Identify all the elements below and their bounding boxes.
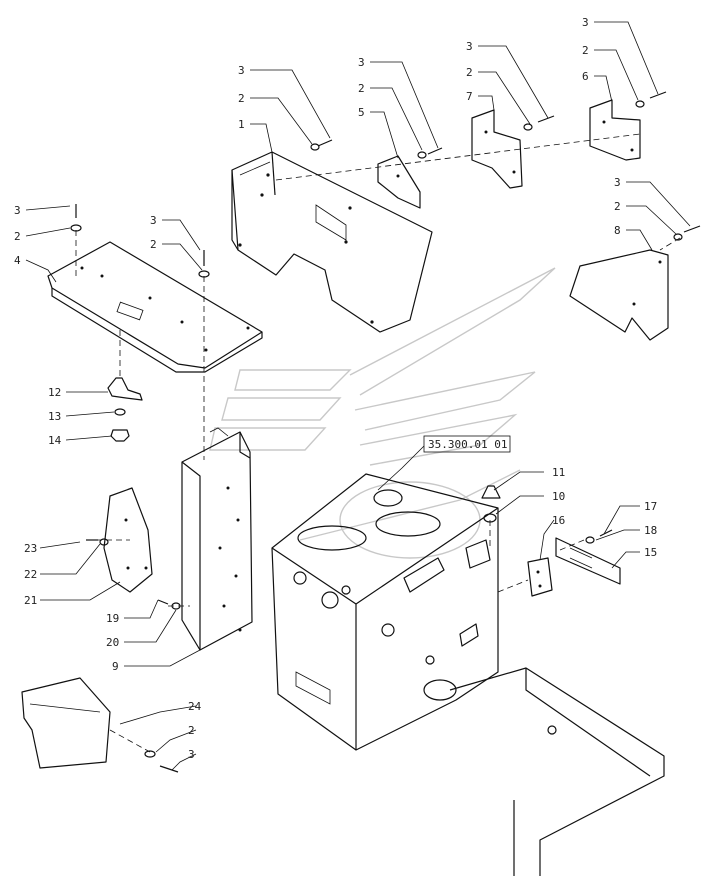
part-21-bracket [103, 487, 153, 593]
callout-18: 18 [644, 524, 657, 537]
callout-labels: 3 2 1 3 2 5 3 2 7 3 2 6 3 2 8 3 2 4 3 2 … [14, 16, 657, 761]
part-4-top-plate [47, 241, 263, 373]
part-6-plate [589, 99, 641, 161]
callout-6: 6 [582, 70, 589, 83]
callout-3-center: 3 [358, 56, 365, 69]
reference-callout: 35.300.01 01 [423, 435, 511, 453]
callout-2-center-right: 2 [466, 66, 473, 79]
assembly-lines [75, 133, 681, 753]
callout-3-right: 3 [614, 176, 621, 189]
callout-2-mid-left: 2 [150, 238, 157, 251]
bolt-washer-sets [70, 91, 701, 773]
callout-14: 14 [48, 434, 62, 447]
part-9-vertical-bracket [181, 427, 253, 651]
callout-2-top-left: 2 [238, 92, 245, 105]
part-8-plate [569, 249, 669, 341]
callout-17: 17 [644, 500, 657, 513]
callout-3-bottom: 3 [188, 748, 195, 761]
part-12-clip [107, 377, 143, 401]
callout-23: 23 [24, 542, 37, 555]
callout-2-bottom: 2 [188, 724, 195, 737]
part-24-cover [21, 677, 111, 769]
part-14-nut [110, 429, 130, 442]
callout-7: 7 [466, 90, 473, 103]
callout-22: 22 [24, 568, 37, 581]
part-7-bracket [471, 109, 523, 189]
part-15-plate [555, 537, 621, 585]
callout-15: 15 [644, 546, 657, 559]
reference-number: 35.300.01 01 [428, 438, 507, 451]
callout-3-mid-left: 3 [150, 214, 157, 227]
part-11-cap [481, 485, 501, 499]
callout-5: 5 [358, 106, 365, 119]
callout-12: 12 [48, 386, 61, 399]
callout-2-right: 2 [614, 200, 621, 213]
part-1-side-cover [231, 151, 433, 333]
callout-2-top-right: 2 [582, 44, 589, 57]
callout-20: 20 [106, 636, 119, 649]
callout-24: 24 [188, 700, 202, 713]
frame-rail [449, 667, 665, 876]
callout-1: 1 [238, 118, 245, 131]
callout-16: 16 [552, 514, 565, 527]
part-13-washer [114, 408, 126, 416]
callout-3-top-left: 3 [238, 64, 245, 77]
callout-11: 11 [552, 466, 565, 479]
callout-21: 21 [24, 594, 37, 607]
callout-4: 4 [14, 254, 21, 267]
callout-19: 19 [106, 612, 119, 625]
callout-13: 13 [48, 410, 61, 423]
callout-3-center-right: 3 [466, 40, 473, 53]
callout-8: 8 [614, 224, 621, 237]
leader-lines [25, 21, 691, 771]
callout-9: 9 [112, 660, 119, 673]
watermark-logo [209, 267, 556, 559]
callout-10: 10 [552, 490, 565, 503]
hydraulic-tank [271, 473, 499, 751]
part-16-plate [527, 557, 553, 597]
callout-2-center: 2 [358, 82, 365, 95]
callout-3-far-left: 3 [14, 204, 21, 217]
callout-3-top-right: 3 [582, 16, 589, 29]
part-5-bracket [377, 155, 421, 209]
callout-2-far-left: 2 [14, 230, 21, 243]
